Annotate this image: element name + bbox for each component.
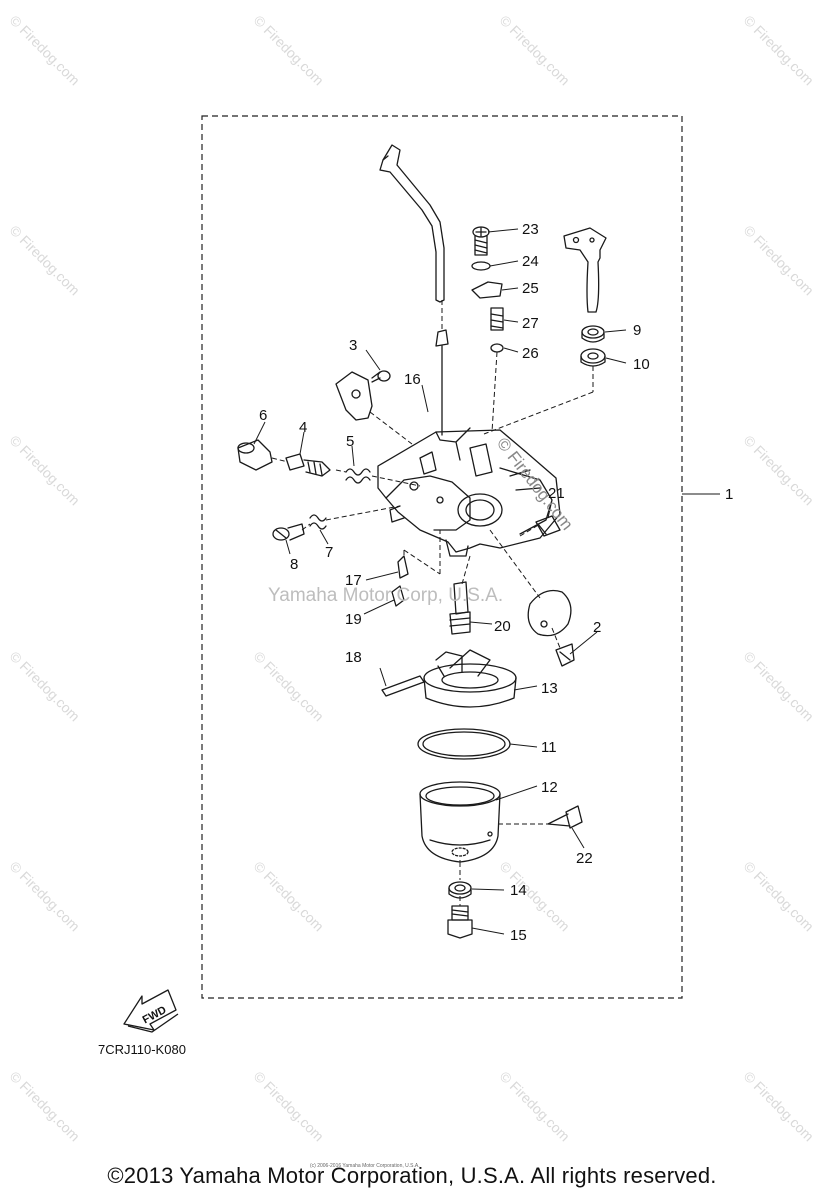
gasket-11 bbox=[417, 728, 511, 760]
callout-6: 6 bbox=[259, 407, 267, 424]
callout-9: 9 bbox=[633, 322, 641, 339]
assembly-boundary bbox=[201, 115, 683, 999]
stop-screw-8 bbox=[272, 523, 305, 541]
callout-10: 10 bbox=[633, 356, 650, 373]
needle-valve-17 bbox=[397, 555, 409, 579]
callout-19: 19 bbox=[345, 611, 362, 628]
spring-7 bbox=[309, 514, 327, 530]
cover-plate bbox=[527, 589, 572, 637]
callout-12: 12 bbox=[541, 779, 558, 796]
float-13 bbox=[423, 649, 517, 708]
callout-21: 21 bbox=[548, 485, 565, 502]
callout-14: 14 bbox=[510, 882, 527, 899]
drain-bolt-15 bbox=[447, 905, 473, 939]
callout-17: 17 bbox=[345, 572, 362, 589]
washer-24 bbox=[471, 261, 491, 271]
seal-10 bbox=[580, 348, 606, 367]
screw-2 bbox=[555, 643, 575, 667]
seal-9 bbox=[581, 325, 605, 343]
screw-3 bbox=[371, 370, 391, 383]
spring-5 bbox=[345, 468, 371, 484]
callout-8: 8 bbox=[290, 556, 298, 573]
diagram-code: 7CRJ110-K080 bbox=[98, 1042, 186, 1057]
bracket-plate bbox=[335, 371, 373, 421]
copyright-notice: ©2013 Yamaha Motor Corporation, U.S.A. A… bbox=[107, 1163, 717, 1188]
callout-5: 5 bbox=[346, 433, 354, 450]
callout-24: 24 bbox=[522, 253, 539, 270]
screw-23 bbox=[472, 226, 490, 256]
screw-22 bbox=[547, 805, 583, 829]
callout-20: 20 bbox=[494, 618, 511, 635]
callout-7: 7 bbox=[325, 544, 333, 561]
callout-18: 18 bbox=[345, 649, 362, 666]
callout-3: 3 bbox=[349, 337, 357, 354]
plate-25 bbox=[471, 281, 503, 299]
washer-14 bbox=[448, 881, 472, 899]
callout-25: 25 bbox=[522, 280, 539, 297]
screw-21 bbox=[535, 515, 561, 537]
jet-27 bbox=[490, 307, 504, 331]
cap-6 bbox=[237, 439, 273, 471]
callout-13: 13 bbox=[541, 680, 558, 697]
callout-15: 15 bbox=[510, 927, 527, 944]
callout-16: 16 bbox=[404, 371, 421, 388]
callout-27: 27 bbox=[522, 315, 539, 332]
choke-lever bbox=[563, 227, 607, 313]
clip-19 bbox=[391, 585, 405, 607]
fwd-arrow-icon bbox=[123, 989, 179, 1033]
callout-1: 1 bbox=[725, 486, 733, 503]
link-rod bbox=[379, 144, 445, 303]
callout-23: 23 bbox=[522, 221, 539, 238]
tiny-copyright: (c) 2006-2016 Yamaha Motor Corporation, … bbox=[310, 1163, 420, 1169]
callout-26: 26 bbox=[522, 345, 539, 362]
callout-11: 11 bbox=[541, 739, 557, 756]
pin-18 bbox=[381, 675, 425, 697]
callout-2: 2 bbox=[593, 619, 601, 636]
watermark-center: Yamaha Motor Corp, U.S.A. bbox=[268, 585, 504, 606]
callout-22: 22 bbox=[576, 850, 593, 867]
o-ring-26 bbox=[490, 343, 504, 353]
pilot-screw-4 bbox=[285, 453, 331, 477]
float-bowl-12 bbox=[419, 781, 501, 863]
stud-16 bbox=[435, 329, 449, 436]
callout-4: 4 bbox=[299, 419, 307, 436]
